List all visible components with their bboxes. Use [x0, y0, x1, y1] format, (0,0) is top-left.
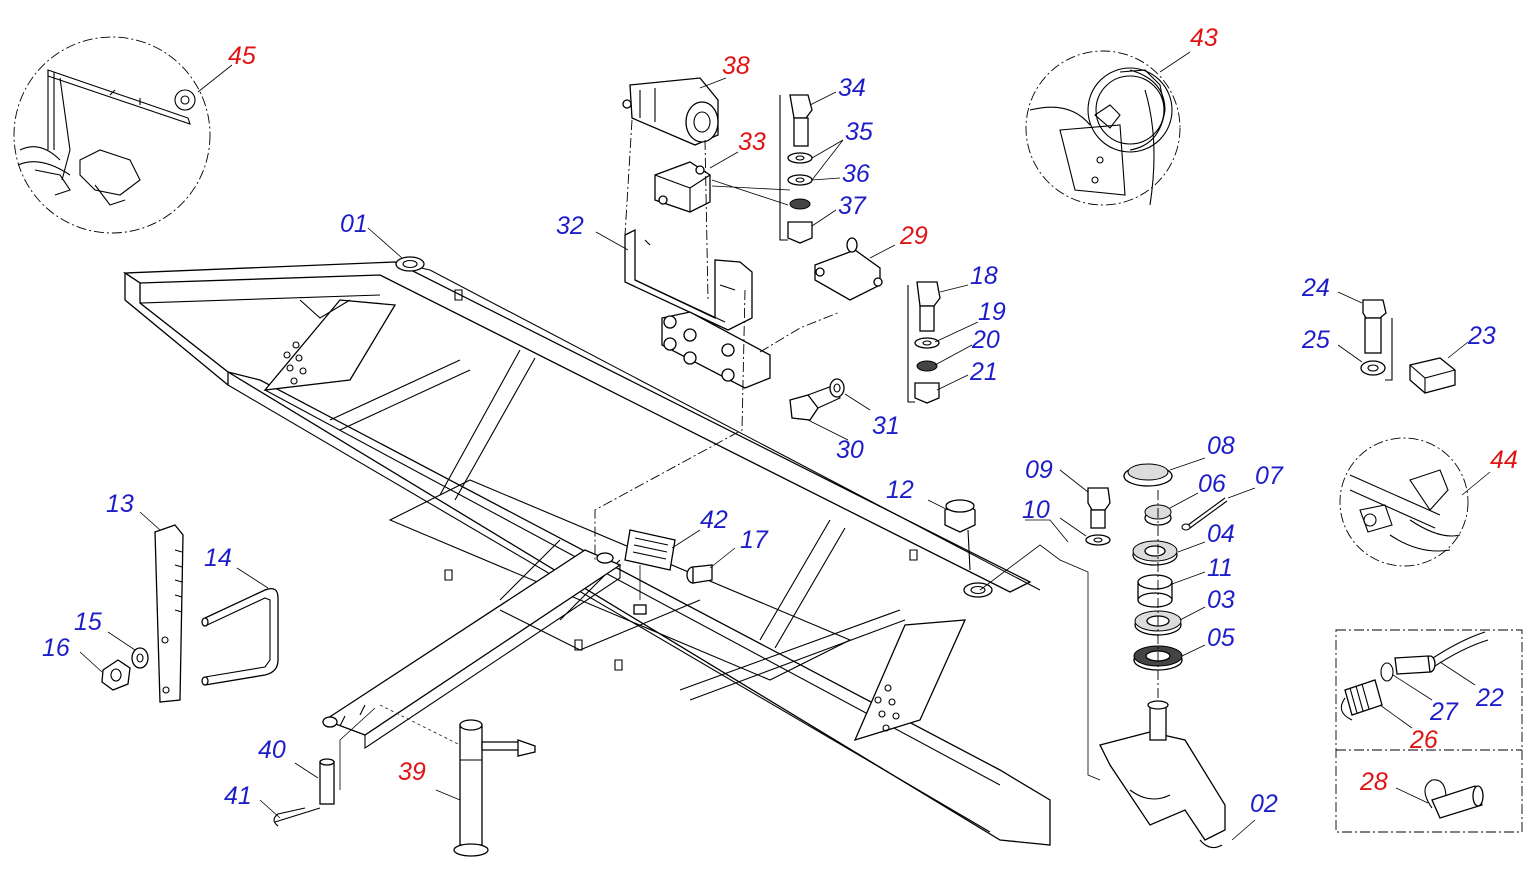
label-07: 07	[1255, 462, 1284, 490]
label-32: 32	[556, 212, 584, 240]
label-05: 05	[1207, 624, 1235, 652]
label-20: 20	[971, 326, 1000, 354]
detail-circle-43	[1025, 50, 1181, 206]
leader-lines	[79, 51, 1491, 841]
label-25: 25	[1301, 326, 1330, 354]
hole-pattern-left	[283, 341, 307, 385]
label-34: 34	[838, 74, 866, 102]
label-13: 13	[106, 490, 134, 518]
detail-box-couplings	[1335, 629, 1523, 833]
label-03: 03	[1207, 586, 1235, 614]
label-38: 38	[722, 52, 750, 80]
label-33: 33	[738, 128, 766, 156]
detail-circle-45	[13, 36, 211, 234]
jack-stand-assembly	[273, 704, 536, 857]
label-24: 24	[1301, 274, 1330, 302]
hydraulic-assembly	[594, 77, 941, 560]
label-45: 45	[228, 42, 256, 70]
label-23: 23	[1467, 322, 1496, 350]
label-43: 43	[1190, 24, 1218, 52]
label-11: 11	[1207, 554, 1233, 582]
part-labels: 01 02 03 04 05 06 07 08 09 10 11 12 13 1…	[42, 24, 1518, 818]
label-40: 40	[258, 736, 286, 764]
label-37: 37	[838, 192, 867, 220]
label-31: 31	[872, 412, 900, 440]
label-30: 30	[836, 436, 864, 464]
label-44: 44	[1490, 446, 1518, 474]
label-28: 28	[1359, 768, 1388, 796]
data-plate-assembly	[624, 529, 713, 615]
label-15: 15	[74, 608, 102, 636]
label-08: 08	[1207, 432, 1235, 460]
hub-assembly	[944, 463, 1228, 849]
label-17: 17	[740, 526, 769, 554]
label-29: 29	[899, 222, 928, 250]
label-19: 19	[978, 298, 1006, 326]
clamp-assembly	[1360, 299, 1456, 394]
label-26: 26	[1409, 726, 1438, 754]
detail-circle-44	[1339, 437, 1469, 567]
label-01: 01	[340, 210, 368, 238]
lock-plate-assembly	[101, 524, 279, 703]
hole-pattern-right	[874, 684, 900, 732]
label-18: 18	[970, 262, 998, 290]
label-14: 14	[204, 544, 232, 572]
label-42: 42	[700, 506, 728, 534]
label-06: 06	[1198, 470, 1226, 498]
label-02: 02	[1250, 790, 1278, 818]
label-16: 16	[42, 634, 70, 662]
label-39: 39	[398, 758, 426, 786]
label-21: 21	[969, 358, 998, 386]
label-10: 10	[1022, 496, 1050, 524]
label-41: 41	[224, 782, 252, 810]
label-35: 35	[845, 118, 873, 146]
label-22: 22	[1475, 684, 1504, 712]
label-36: 36	[842, 160, 870, 188]
label-27: 27	[1429, 698, 1459, 726]
label-12: 12	[886, 476, 914, 504]
label-04: 04	[1207, 520, 1235, 548]
label-09: 09	[1025, 456, 1053, 484]
